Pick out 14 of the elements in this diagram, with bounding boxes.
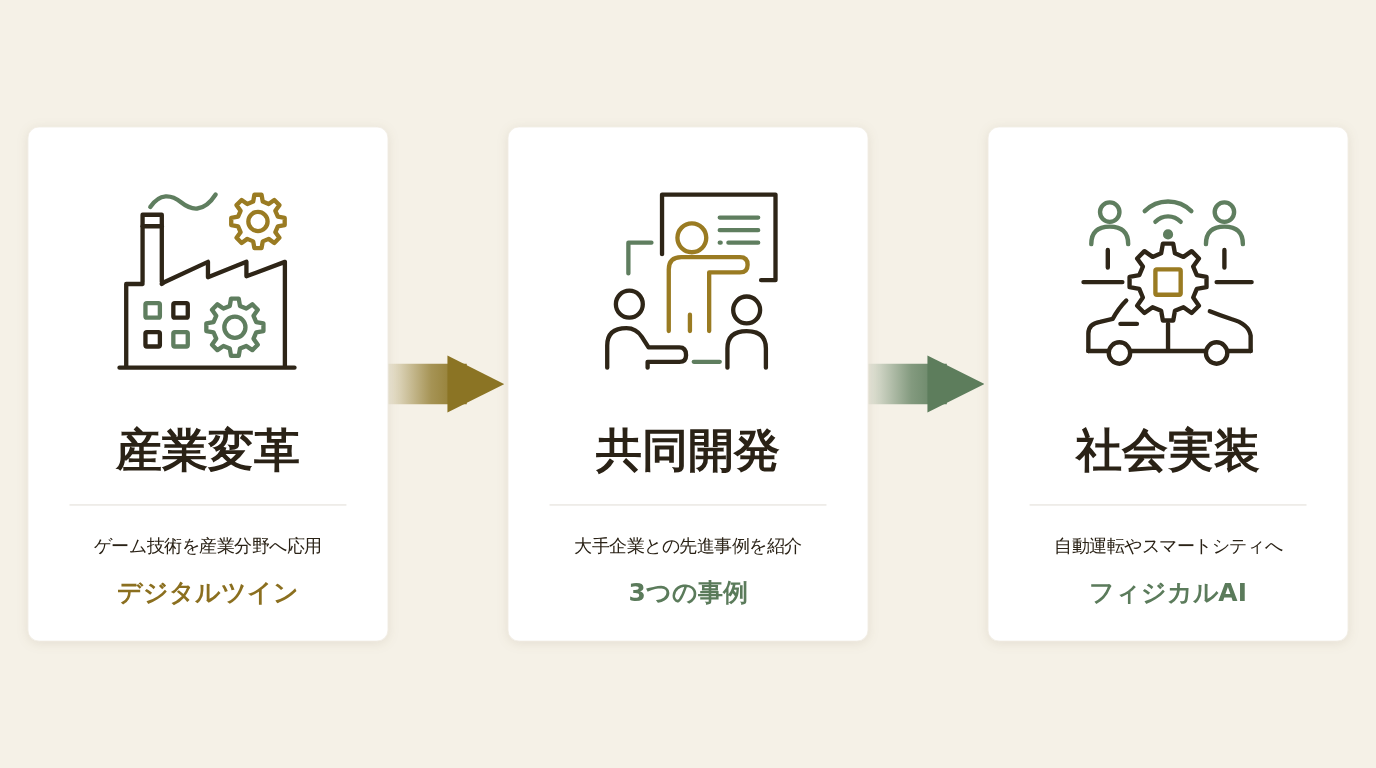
card-title: 共同開発 [595, 421, 781, 479]
card-subtitle: 大手企業との先進事例を紹介 [574, 533, 802, 558]
card-subtitle: ゲーム技術を産業分野へ応用 [93, 533, 322, 558]
card-subtitle: 自動運転やスマートシティへ [1054, 533, 1283, 558]
arrow [387, 355, 505, 413]
card [987, 126, 1349, 642]
highlight-text: デジタルツイン [117, 576, 299, 608]
card [507, 126, 869, 642]
card-title: 社会実装 [1075, 421, 1261, 479]
card-title: 産業変革 [115, 421, 301, 479]
highlight-text: フィジカルAI [1089, 576, 1247, 608]
card [27, 126, 389, 642]
highlight-text: 3つの事例 [628, 576, 748, 608]
arrow [868, 355, 985, 413]
